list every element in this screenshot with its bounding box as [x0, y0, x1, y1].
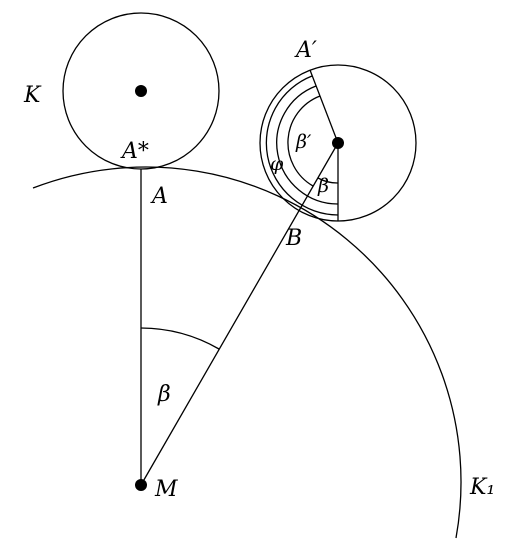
angle-arc-phi-outer	[265, 75, 339, 216]
label-beta-center: β	[157, 382, 171, 407]
segment-m-center	[140, 142, 339, 486]
label-m: M	[154, 477, 178, 502]
label-a-star: A*	[120, 139, 149, 164]
angle-arc-beta-small	[317, 177, 339, 184]
label-k1: K₁	[469, 475, 495, 500]
label-a: A	[150, 184, 168, 209]
circle-k1-arc	[32, 166, 462, 539]
label-k: K	[23, 83, 42, 108]
label-b: B	[285, 226, 302, 251]
circle-k-center-point	[135, 85, 147, 97]
label-a-prime: A′	[294, 38, 317, 63]
label-beta-prime: β′	[295, 131, 312, 153]
label-beta-small: β	[317, 175, 329, 197]
angle-arc-phi-inner	[276, 85, 339, 205]
label-phi: φ	[270, 153, 284, 175]
point-m	[135, 479, 147, 491]
radius-to-a-prime	[309, 69, 339, 144]
angle-arc-beta-prime	[287, 95, 321, 187]
angle-arc-beta-center	[140, 327, 220, 350]
